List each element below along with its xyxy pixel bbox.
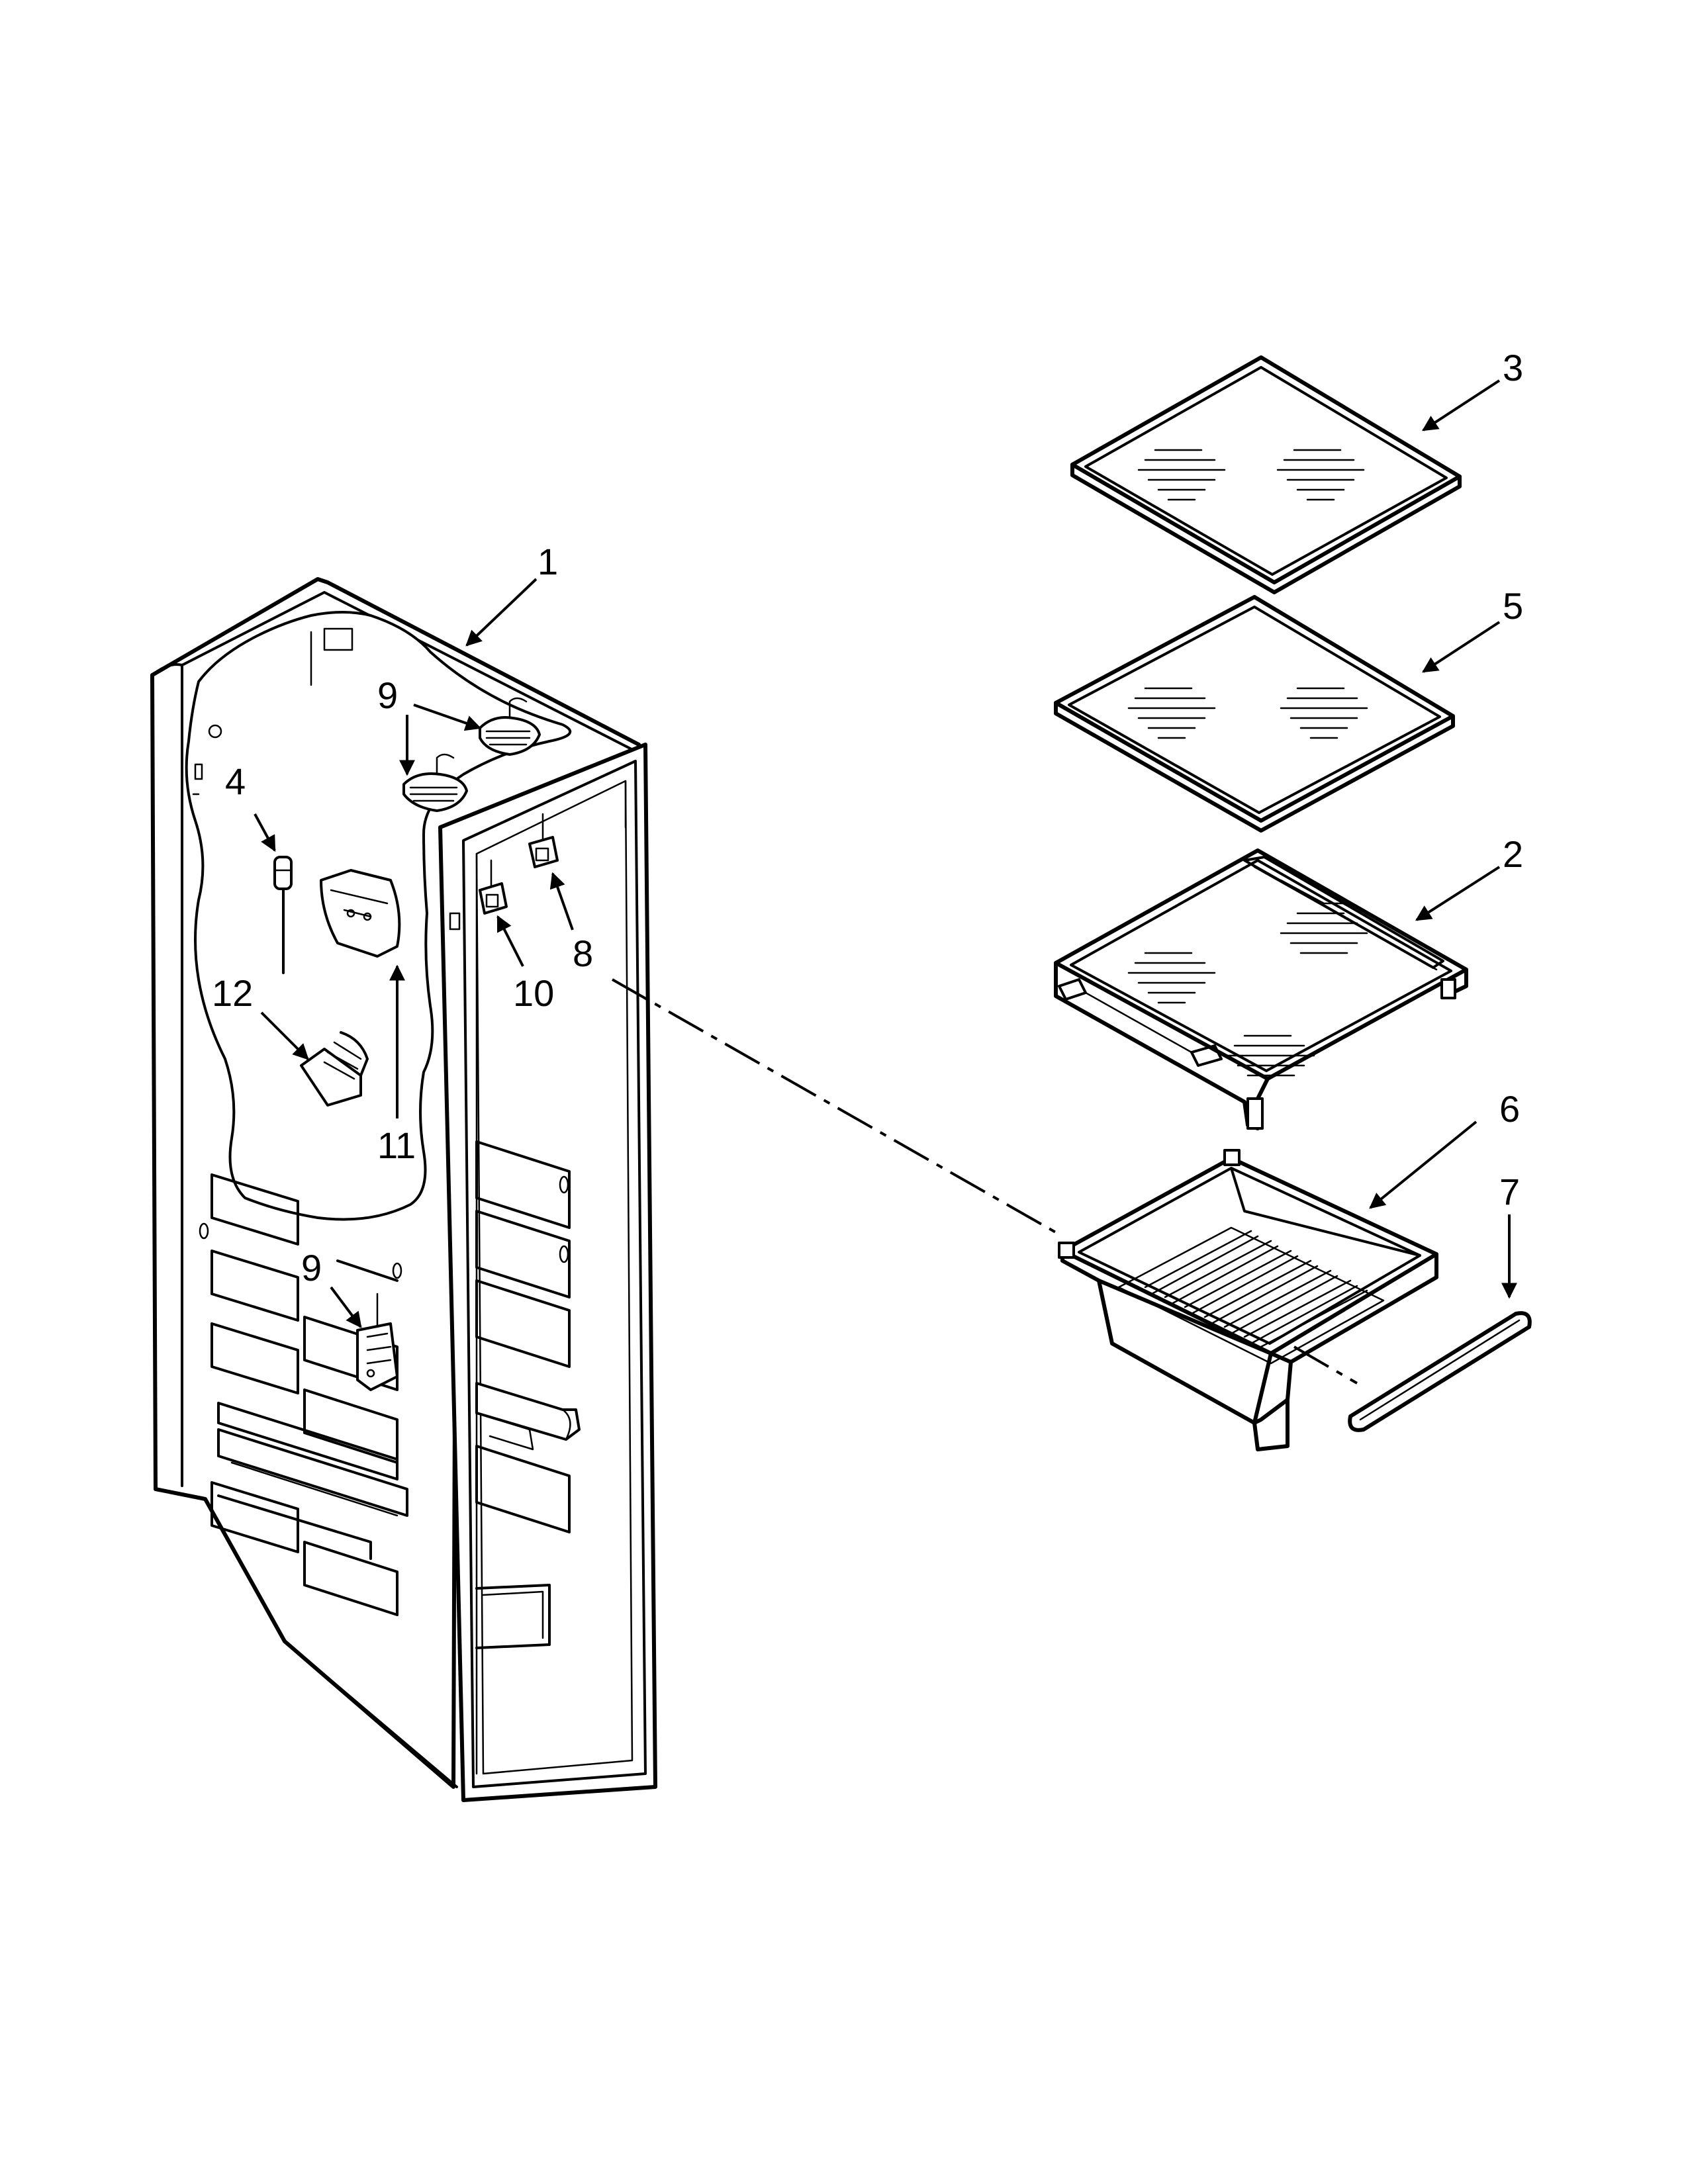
callout-12: 12 (212, 972, 253, 1014)
callout-10: 10 (513, 972, 554, 1014)
callout-5: 5 (1503, 585, 1523, 627)
callout-2: 2 (1503, 833, 1523, 875)
callout-6: 6 (1499, 1088, 1520, 1130)
glass-shelf-middle (1054, 595, 1455, 833)
light-socket-lower (356, 1293, 399, 1391)
callout-11: 11 (377, 1124, 416, 1166)
switch-lower (479, 859, 508, 915)
leader-lines (254, 379, 1517, 1385)
callout-8: 8 (573, 933, 593, 974)
light-socket-upper (402, 697, 541, 812)
glass-shelf-top (1070, 355, 1462, 594)
switch-upper (528, 813, 559, 868)
light-cover (300, 1031, 369, 1107)
crisper-drawer (1058, 1149, 1438, 1451)
callout-labels: 1 2 3 4 5 6 7 8 9 9 10 11 12 (212, 347, 1523, 1289)
crisper-cover-shelf (1054, 848, 1468, 1130)
callout-4: 4 (225, 760, 246, 802)
callout-7: 7 (1499, 1171, 1520, 1212)
callout-9a: 9 (377, 674, 398, 716)
sensor-probe (273, 856, 293, 974)
callout-9b: 9 (301, 1247, 322, 1289)
callout-3: 3 (1503, 347, 1523, 388)
callout-1: 1 (538, 541, 558, 582)
drawer-rail (1348, 1311, 1532, 1432)
light-housing (320, 869, 401, 958)
